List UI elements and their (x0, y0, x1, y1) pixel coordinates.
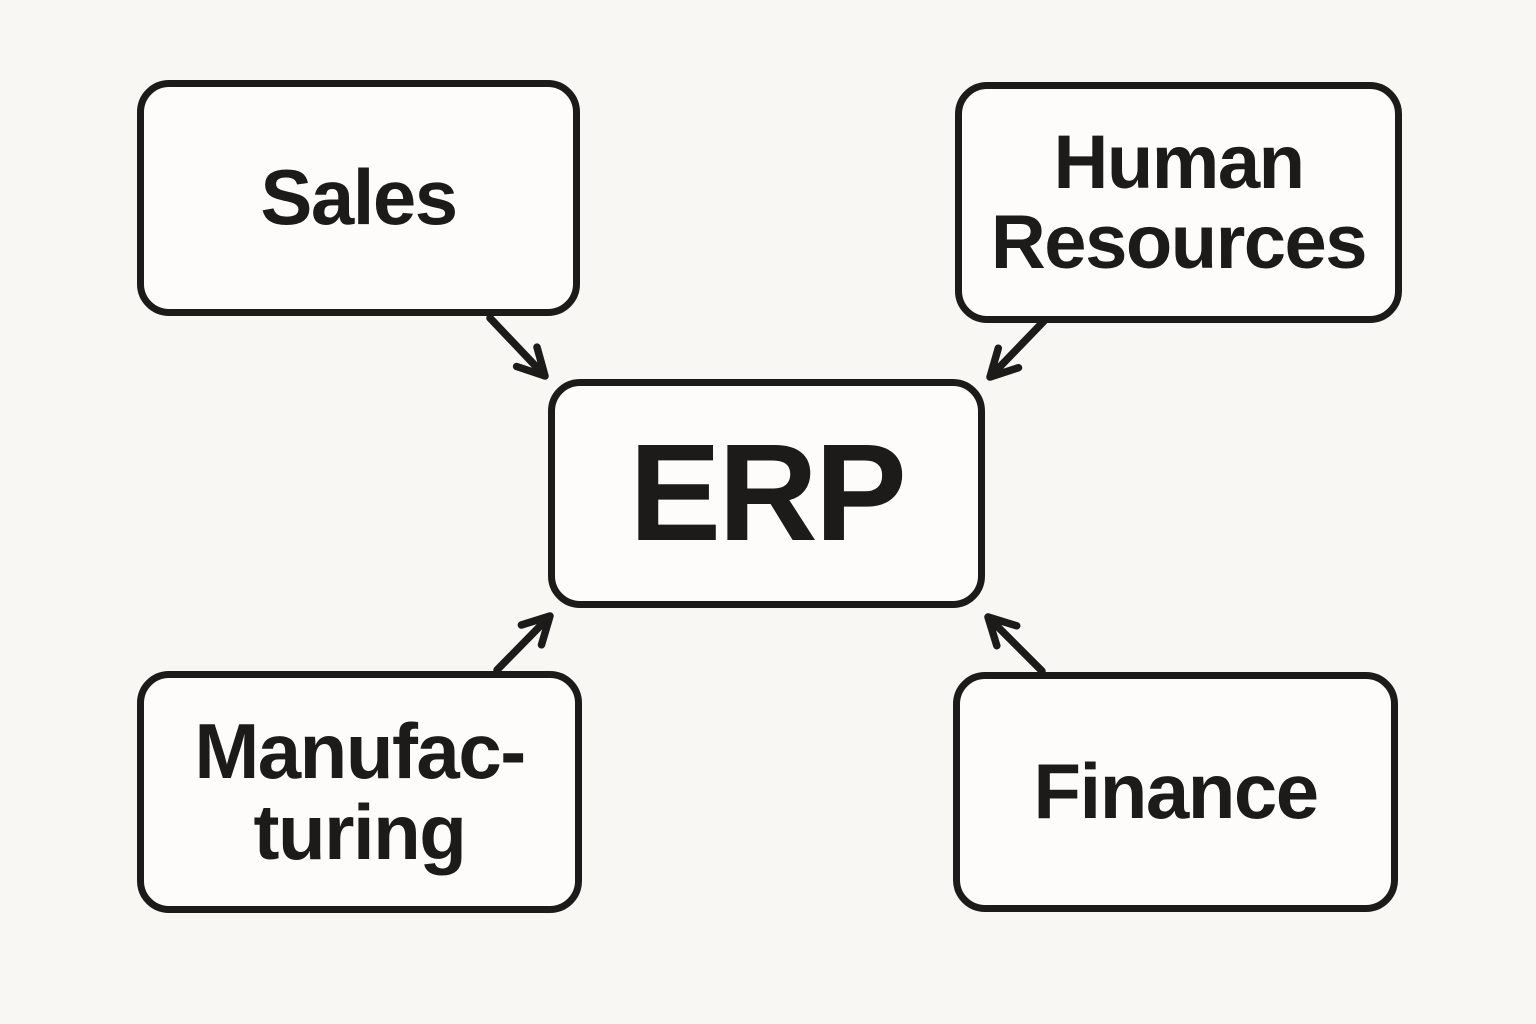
node-erp-label: ERP (629, 415, 907, 570)
node-sales-label: Sales (260, 153, 458, 242)
arrow-human-resources-to-erp (986, 316, 1049, 381)
node-finance: Finance (953, 672, 1398, 912)
node-human-resources: Human Resources (955, 82, 1402, 323)
node-human-resources-label: Human Resources (990, 120, 1368, 285)
node-manufacturing: Manufac- turing (137, 671, 582, 913)
node-erp-center: ERP (548, 379, 985, 608)
arrow-sales-to-erp (486, 314, 549, 380)
arrow-manufacturing-to-erp (493, 612, 554, 674)
node-manufacturing-label: Manufac- turing (194, 706, 526, 876)
node-sales: Sales (137, 80, 580, 316)
node-finance-label: Finance (1033, 747, 1319, 836)
arrow-finance-to-erp (984, 613, 1046, 675)
